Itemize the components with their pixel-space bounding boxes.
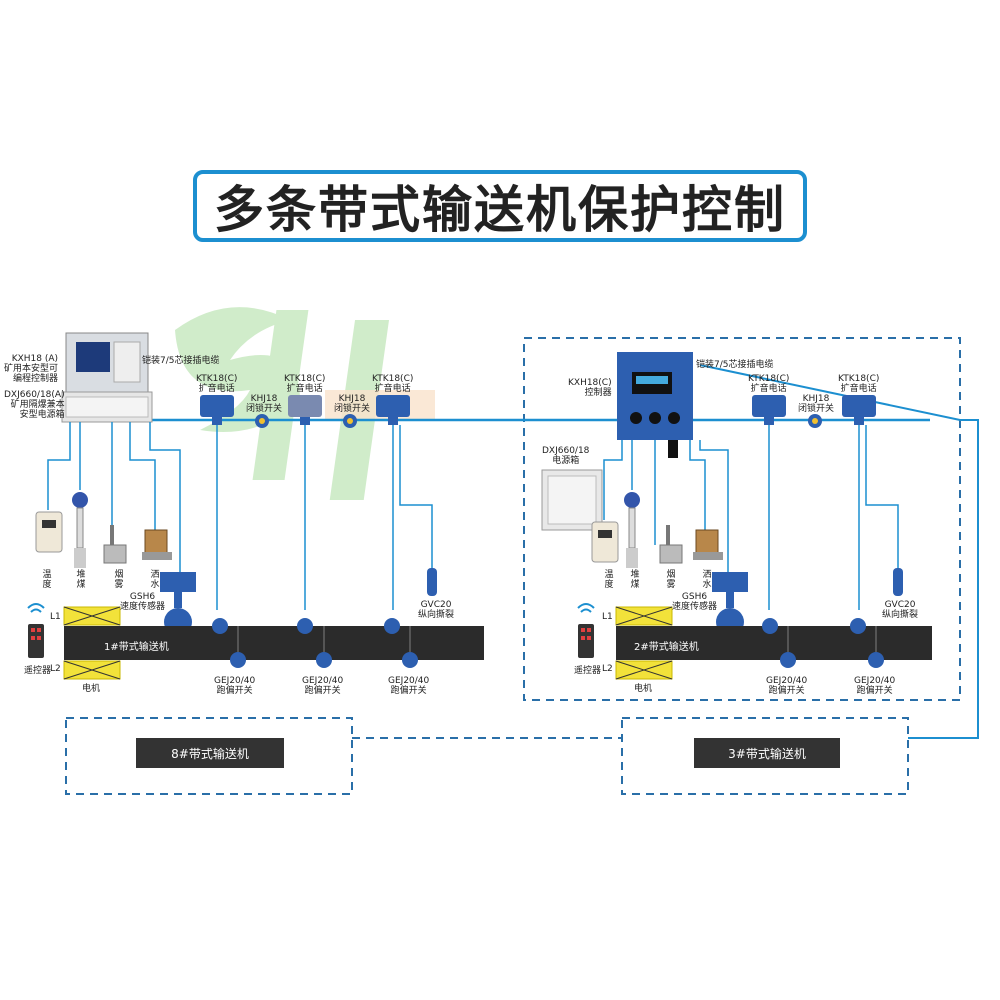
deviation-2-1 bbox=[762, 618, 796, 668]
l2-label-2: L2 bbox=[602, 664, 613, 674]
phone-label-1-1: KTK18(C)扩音电话 bbox=[196, 374, 238, 394]
lock-1-2 bbox=[343, 414, 357, 428]
phone-1-1 bbox=[200, 395, 234, 425]
kxh18-controller-1 bbox=[65, 332, 149, 394]
remote-1 bbox=[27, 603, 45, 658]
motor-label-1: 电机 bbox=[82, 684, 101, 694]
belt-8-box: 8#带式输送机 bbox=[136, 738, 284, 768]
belt-label-2: 2#带式输送机 bbox=[634, 642, 699, 653]
tear-sensor-1 bbox=[427, 568, 437, 596]
deviation-2-2 bbox=[850, 618, 884, 668]
sensor-label-1-coal: 堆煤 bbox=[76, 570, 86, 590]
phone-label-2-1: KTK18(C)扩音电话 bbox=[748, 374, 790, 394]
kxh18-controller-2 bbox=[617, 352, 693, 458]
kxh18-label-2: KXH18(C)控制器 bbox=[568, 378, 612, 398]
lock-2-1 bbox=[808, 414, 822, 428]
deviation-1-1 bbox=[212, 618, 246, 668]
water-valve-2 bbox=[693, 529, 723, 560]
belt-3-box: 3#带式输送机 bbox=[694, 738, 840, 768]
motor-label-2: 电机 bbox=[634, 684, 653, 694]
sensor-label-2-smoke: 烟雾 bbox=[666, 570, 676, 590]
sensor-label-2-coal: 堆煤 bbox=[630, 570, 640, 590]
phone-2-1 bbox=[752, 395, 786, 425]
phone-label-1-3: KTK18(C)扩音电话 bbox=[372, 374, 414, 394]
deviation-1-2 bbox=[297, 618, 332, 668]
temp-sensor-1 bbox=[35, 511, 63, 553]
phone-label-2-2: KTK18(C)扩音电话 bbox=[838, 374, 880, 394]
sensor-label-2-temp: 温度 bbox=[604, 570, 614, 590]
cable-label-2: 铠装7/5芯接插电缆 bbox=[696, 360, 774, 370]
belt-label-1: 1#带式输送机 bbox=[104, 642, 169, 653]
sensor-label-1-temp: 温度 bbox=[42, 570, 52, 590]
sensor-label-2-water: 洒水 bbox=[702, 570, 712, 590]
tear-sensor-2 bbox=[893, 568, 903, 596]
title-box: 多条带式输送机保护控制 bbox=[193, 170, 807, 242]
l1-label-1: L1 bbox=[50, 612, 61, 622]
remote-label-1: 遥控器 bbox=[24, 666, 52, 676]
remote-label-2: 遥控器 bbox=[574, 666, 602, 676]
dxj660-powerbox-1 bbox=[61, 391, 153, 423]
kxh18-label-1: KXH18 (A)矿用本安型可编程控制器 bbox=[4, 354, 59, 384]
dxj660-powerbox-2 bbox=[541, 469, 603, 531]
sensor-label-1-water: 洒水 bbox=[150, 570, 160, 590]
smoke-sensor-1 bbox=[103, 525, 127, 564]
temp-sensor-2 bbox=[591, 521, 619, 563]
motor-2 bbox=[615, 606, 673, 680]
coal-sensor-2 bbox=[624, 492, 640, 568]
box3-boundary bbox=[621, 717, 909, 795]
sensor-label-1-smoke: 烟雾 bbox=[114, 570, 124, 590]
motor-1 bbox=[63, 606, 121, 680]
phone-1-3 bbox=[376, 395, 410, 425]
water-valve-1 bbox=[142, 529, 172, 560]
box8-boundary bbox=[65, 717, 353, 795]
phone-2-2 bbox=[842, 395, 876, 425]
l2-label-1: L2 bbox=[50, 664, 61, 674]
l1-label-2: L1 bbox=[602, 612, 613, 622]
watermark-logo bbox=[175, 307, 435, 500]
phone-1-2 bbox=[288, 395, 322, 425]
lock-1-1 bbox=[255, 414, 269, 428]
dxj660-label-1: DXJ660/18(A)矿用隔爆兼本安型电源箱 bbox=[4, 390, 65, 420]
smoke-sensor-2 bbox=[659, 525, 683, 564]
deviation-1-3 bbox=[384, 618, 418, 668]
phone-label-1-2: KTK18(C)扩音电话 bbox=[284, 374, 326, 394]
remote-2 bbox=[577, 603, 595, 658]
page-title: 多条带式输送机保护控制 bbox=[214, 181, 786, 239]
cable-label-1: 铠装7/5芯接插电缆 bbox=[142, 356, 220, 366]
coal-sensor-1 bbox=[72, 492, 88, 568]
system2-boundary bbox=[523, 337, 961, 701]
